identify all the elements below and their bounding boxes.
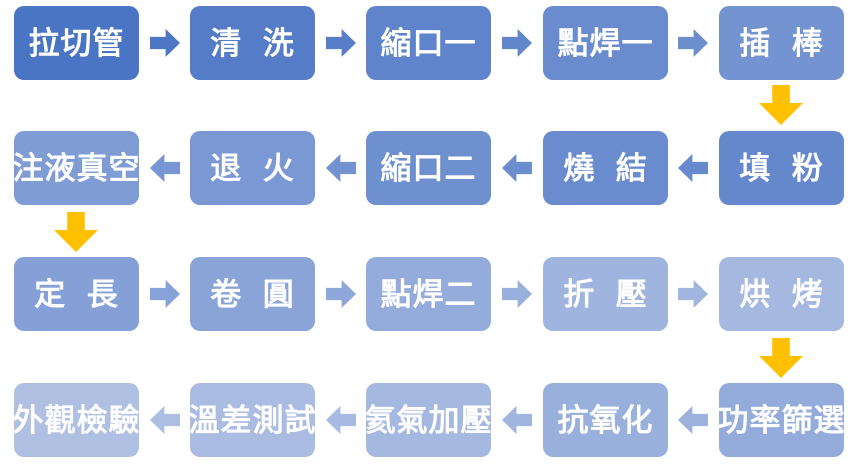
step-box-16: 功率篩選: [718, 383, 845, 457]
flow-arrow-right-icon: [150, 29, 180, 57]
step-box-18: 氦氣加壓: [365, 383, 492, 457]
step-box-15: 烘 烤: [719, 257, 844, 331]
step-box-8: 縮口二: [366, 131, 491, 205]
flow-arrow-right-icon: [150, 280, 180, 308]
flow-arrow-right-icon: [678, 29, 708, 57]
step-box-4: 點焊一: [543, 6, 668, 80]
step-box-5: 插 棒: [719, 6, 844, 80]
step-box-11: 定 長: [14, 257, 139, 331]
flow-arrow-right-icon: [326, 280, 356, 308]
flow-arrow-left-icon: [326, 406, 356, 434]
flow-arrow-down-icon: [759, 338, 803, 378]
flow-arrow-left-icon: [678, 406, 708, 434]
step-box-12: 卷 圓: [190, 257, 315, 331]
step-box-19: 溫差測試: [189, 383, 316, 457]
flow-arrow-right-icon: [502, 280, 532, 308]
flow-arrow-down-icon: [759, 85, 803, 125]
step-box-17: 抗氧化: [543, 383, 668, 457]
step-box-2: 清 洗: [190, 6, 315, 80]
step-box-13: 點焊二: [366, 257, 491, 331]
flow-arrow-left-icon: [502, 154, 532, 182]
flow-arrow-left-icon: [150, 406, 180, 434]
step-box-14: 折 壓: [543, 257, 668, 331]
flow-arrow-down-icon: [54, 212, 98, 252]
step-box-10: 注液真空: [13, 131, 140, 205]
step-box-3: 縮口一: [366, 6, 491, 80]
step-box-6: 填 粉: [719, 131, 844, 205]
flow-arrow-left-icon: [678, 154, 708, 182]
step-box-9: 退 火: [190, 131, 315, 205]
step-box-20: 外觀檢驗: [13, 383, 140, 457]
step-box-1: 拉切管: [14, 6, 139, 80]
flow-arrow-right-icon: [678, 280, 708, 308]
flow-arrow-left-icon: [326, 154, 356, 182]
flow-arrow-left-icon: [150, 154, 180, 182]
flow-arrow-right-icon: [326, 29, 356, 57]
flow-arrow-left-icon: [502, 406, 532, 434]
step-box-7: 燒 結: [543, 131, 668, 205]
flow-arrow-right-icon: [502, 29, 532, 57]
